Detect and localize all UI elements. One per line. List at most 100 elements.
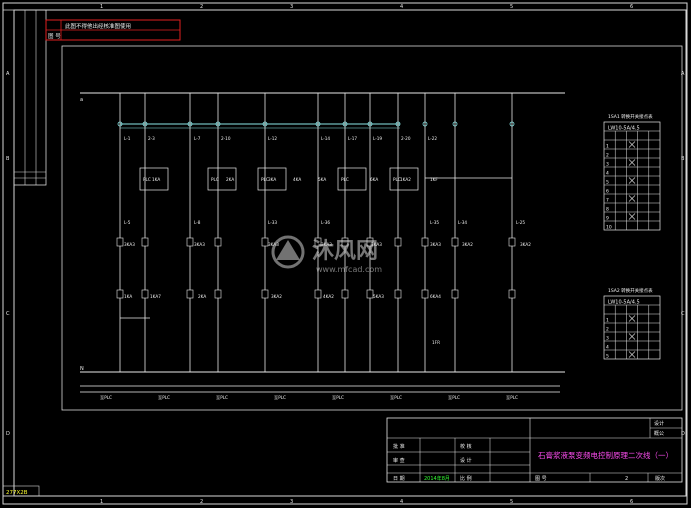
design-label: 设计 <box>654 420 664 427</box>
plc-label: PLC <box>211 177 219 182</box>
contact-symbol <box>261 237 269 247</box>
col-marker-top: 1 <box>100 4 103 10</box>
relay-label: 3KA2 <box>462 242 473 247</box>
mid-wire-label: L-5 <box>124 220 131 225</box>
terminal-label: 至PLC <box>274 395 286 400</box>
terminal-node <box>187 121 193 127</box>
table-row-number: 8 <box>606 207 609 213</box>
coil-symbol <box>214 289 222 299</box>
row-marker-left: B <box>6 156 10 162</box>
check-label: 校 核 <box>460 443 472 450</box>
contact-symbol <box>394 237 402 247</box>
coil-label: 2KA <box>198 294 206 299</box>
contact-symbol <box>141 237 149 247</box>
coil-label: 1KA <box>124 294 132 299</box>
relay-label: 3KA3 <box>124 242 135 247</box>
date-value: 2014年8月 <box>424 475 450 482</box>
plc-block <box>257 167 287 191</box>
coil-label: 3KA2 <box>271 294 282 299</box>
inner-frame <box>13 9 687 497</box>
relay-label: 3KA3 <box>268 242 279 247</box>
coil-symbol <box>116 289 124 299</box>
table-row-number: 7 <box>606 198 609 204</box>
contact-symbol <box>341 237 349 247</box>
terminal-label: 至PLC <box>158 395 170 400</box>
table-row-number: 6 <box>606 189 609 195</box>
terminal-node <box>117 121 123 127</box>
approve-label: 批 准 <box>393 443 405 450</box>
coil-symbol <box>451 289 459 299</box>
contact-label: 1KA <box>152 177 160 182</box>
plc-block <box>389 167 419 191</box>
drawing-no-value: 2 <box>625 476 628 482</box>
terminal-label: 至PLC <box>100 395 112 400</box>
table-row-number: 9 <box>606 216 609 222</box>
mid-wire-label: L-34 <box>458 220 467 225</box>
contact-label: 3KA <box>268 177 276 182</box>
row-marker-right: B <box>681 156 685 162</box>
terminal-node <box>215 121 221 127</box>
terminal-label: 至PLC <box>448 395 460 400</box>
title-block: 石膏浆液泵变频电控制原理二次线（一） 设计 概公 批 准 校 核 审 查 设 计… <box>386 417 683 483</box>
terminal-node <box>422 121 428 127</box>
drawing-no-label: 图 号 <box>535 476 547 482</box>
coil-symbol <box>186 289 194 299</box>
col-marker-bottom: 3 <box>290 499 293 505</box>
row-marker-right: C <box>681 311 685 317</box>
coil-label: 6KA4 <box>430 294 441 299</box>
coil-symbol <box>421 289 429 299</box>
wire-label: L-1 <box>124 136 131 141</box>
col-marker-bottom: 5 <box>510 499 513 505</box>
terminal-node <box>367 121 373 127</box>
coil-symbol <box>366 289 374 299</box>
terminal-label: 至PLC <box>332 395 344 400</box>
plc-block <box>207 167 237 191</box>
contact-label: 6KA <box>370 177 378 182</box>
contact-symbol <box>214 237 222 247</box>
table-row-number: 4 <box>606 171 609 177</box>
col-marker-top: 2 <box>200 4 203 10</box>
contact-closed-mark <box>628 351 636 358</box>
row-marker-right: A <box>681 71 685 77</box>
contact-closed-mark <box>628 213 636 220</box>
table-model: LW10-5A/4.5 <box>608 126 640 132</box>
contact-label: 4KA <box>293 177 301 182</box>
wire-label: L-17 <box>348 136 357 141</box>
mid-wire-label: L-8 <box>194 220 201 225</box>
designer-label: 设 计 <box>460 457 472 464</box>
contact-symbol <box>314 237 322 247</box>
terminal-node <box>315 121 321 127</box>
contact-symbol <box>366 237 374 247</box>
contact-label: 5KA <box>318 177 326 182</box>
review-label: 审 查 <box>393 457 405 464</box>
design-value: 概公 <box>654 430 664 437</box>
table-row-number: 2 <box>606 327 609 333</box>
bus-bottom-label: N <box>80 366 84 372</box>
terminal-label: 至PLC <box>506 395 518 400</box>
relay-label: 3KA3 <box>430 242 441 247</box>
mid-wire-label: L-36 <box>321 220 330 225</box>
terminal-node <box>262 121 268 127</box>
contact-closed-mark <box>628 177 636 184</box>
contact-label: 1KA2 <box>400 177 411 182</box>
bus-top-label: a <box>80 97 83 103</box>
row-marker-left: A <box>6 71 10 77</box>
terminal-node <box>452 121 458 127</box>
terminal-node <box>142 121 148 127</box>
circuit-branches <box>116 93 516 372</box>
header-label: 图 号 <box>48 32 61 40</box>
col-marker-top: 3 <box>290 4 293 10</box>
wire-label: L-7 <box>194 136 201 141</box>
table-row-number: 2 <box>606 153 609 159</box>
col-marker-bottom: 4 <box>400 499 403 505</box>
terminal-node <box>342 121 348 127</box>
col-marker-bottom: 6 <box>630 499 633 505</box>
table-row-number: 1 <box>606 144 609 150</box>
table-row-number: 5 <box>606 354 609 360</box>
terminal-node <box>395 121 401 127</box>
relay-label: 3KA2 <box>520 242 531 247</box>
terminal-label: 至PLC <box>216 395 228 400</box>
